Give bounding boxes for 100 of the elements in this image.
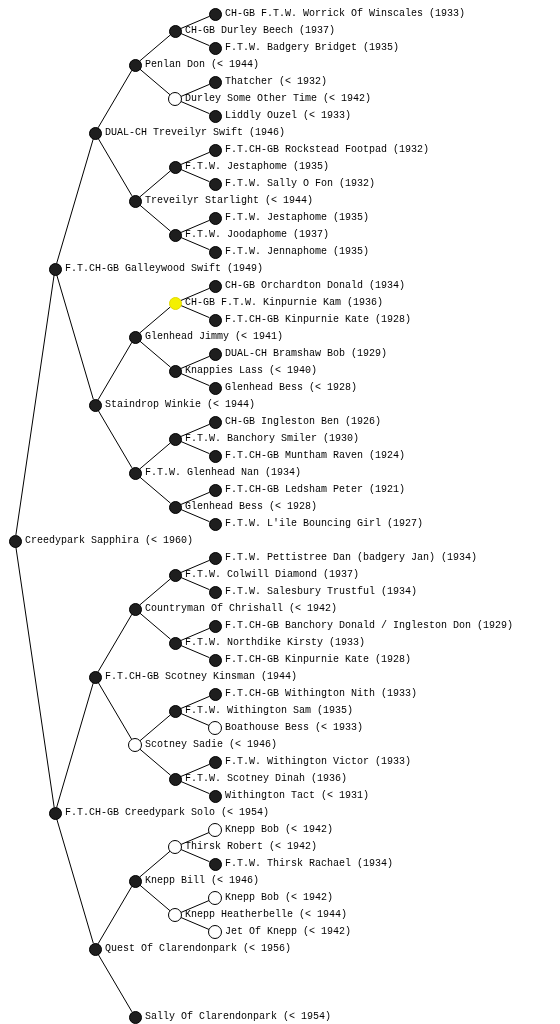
connector-line: [15, 274, 55, 536]
name-label: F.T.W. Pettistree Dan (badgery Jan) (1934): [225, 553, 478, 563]
name-label: CH-GB Ingleston Ben (1926): [225, 417, 382, 427]
connector-line: [180, 440, 210, 455]
name-label: F.T.W. Colwill Diamond (1937): [185, 570, 360, 580]
node-circle: [128, 466, 142, 480]
connector-line: [97, 409, 133, 469]
connector-line: [180, 695, 210, 710]
name-label: Knepp Heatherbelle (< 1944): [185, 910, 348, 920]
connector-line: [139, 204, 171, 232]
node-circle: [168, 636, 182, 650]
node-circle: [168, 500, 182, 514]
node-circle: [128, 1010, 142, 1024]
connector-line: [97, 681, 133, 740]
name-label: F.T.CH-GB Creedypark Solo (< 1954): [65, 808, 270, 818]
name-label: Creedypark Sapphira (< 1960): [25, 536, 194, 546]
node-circle: [168, 24, 182, 38]
node-circle: [208, 687, 222, 701]
connector-line: [180, 219, 210, 234]
hollow-node-circle: [168, 92, 182, 106]
name-label: F.T.W. Sally O Fon (1932): [225, 179, 376, 189]
node-circle: [208, 211, 222, 225]
node-circle: [208, 619, 222, 633]
node-circle: [208, 279, 222, 293]
connector-line: [139, 578, 171, 606]
hollow-node-circle: [208, 925, 222, 939]
name-label: F.T.W. L'ile Bouncing Girl (1927): [225, 519, 424, 529]
name-label: Penlan Don (< 1944): [145, 60, 260, 70]
node-circle: [208, 177, 222, 191]
node-circle: [208, 75, 222, 89]
node-circle: [128, 330, 142, 344]
name-label: F.T.W. Banchory Smiler (1930): [185, 434, 360, 444]
name-label: F.T.W. Withington Victor (1933): [225, 757, 412, 767]
connector-line: [56, 274, 94, 400]
name-label: DUAL-CH Bramshaw Bob (1929): [225, 349, 388, 359]
name-label: Knepp Bill (< 1946): [145, 876, 260, 886]
hollow-node-circle: [208, 823, 222, 837]
connector-line: [139, 442, 171, 470]
name-label: CH-GB F.T.W. Kinpurnie Kam (1936): [185, 298, 384, 308]
node-circle: [208, 755, 222, 769]
name-label: F.T.CH-GB Kinpurnie Kate (1928): [225, 655, 412, 665]
connector-line: [180, 832, 210, 845]
hollow-node-circle: [208, 891, 222, 905]
connector-line: [180, 508, 210, 523]
connector-line: [15, 546, 55, 808]
connector-line: [139, 34, 171, 62]
connector-line: [139, 612, 171, 640]
connector-line: [139, 884, 171, 912]
connector-line: [180, 644, 210, 659]
name-label: Quest Of Clarendonpark (< 1956): [105, 944, 292, 954]
connector-line: [180, 917, 210, 930]
connector-line: [139, 714, 171, 742]
name-label: DUAL-CH Treveilyr Swift (1946): [105, 128, 286, 138]
node-circle: [208, 143, 222, 157]
connector-line: [139, 850, 171, 878]
node-circle: [208, 653, 222, 667]
connector-line: [180, 780, 210, 795]
name-label: F.T.W. Jennaphome (1935): [225, 247, 370, 257]
node-circle: [208, 109, 222, 123]
name-label: F.T.W. Badgery Bridget (1935): [225, 43, 400, 53]
hollow-node-circle: [168, 908, 182, 922]
connector-line: [180, 627, 210, 642]
connector-line: [180, 559, 210, 574]
node-circle: [88, 398, 102, 412]
node-circle: [208, 313, 222, 327]
node-circle: [128, 874, 142, 888]
name-label: F.T.CH-GB Ledsham Peter (1921): [225, 485, 406, 495]
node-circle: [208, 449, 222, 463]
node-circle: [208, 381, 222, 395]
connector-line: [56, 818, 94, 944]
node-circle: [208, 517, 222, 531]
name-label: Staindrop Winkie (< 1944): [105, 400, 256, 410]
name-label: Knepp Bob (< 1942): [225, 825, 334, 835]
name-label: Jet Of Knepp (< 1942): [225, 927, 352, 937]
name-label: Knepp Bob (< 1942): [225, 893, 334, 903]
connector-line: [180, 287, 210, 302]
node-circle: [208, 483, 222, 497]
node-circle: [208, 41, 222, 55]
node-circle: [208, 789, 222, 803]
name-label: F.T.CH-GB Rockstead Footpad (1932): [225, 145, 430, 155]
node-circle: [168, 772, 182, 786]
node-circle: [168, 364, 182, 378]
name-label: Knappies Lass (< 1940): [185, 366, 318, 376]
node-circle: [88, 670, 102, 684]
node-circle: [88, 942, 102, 956]
hollow-node-circle: [208, 721, 222, 735]
name-label: F.T.W. Withington Sam (1935): [185, 706, 354, 716]
connector-line: [139, 68, 171, 96]
name-label: F.T.CH-GB Kinpurnie Kate (1928): [225, 315, 412, 325]
node-circle: [208, 585, 222, 599]
connector-line: [139, 306, 171, 334]
node-circle: [48, 262, 62, 276]
name-label: F.T.W. Thirsk Rachael (1934): [225, 859, 394, 869]
name-label: CH-GB Durley Beech (1937): [185, 26, 336, 36]
name-label: Withington Tact (< 1931): [225, 791, 370, 801]
name-label: Liddly Ouzel (< 1933): [225, 111, 352, 121]
node-circle: [208, 415, 222, 429]
node-circle: [168, 432, 182, 446]
name-label: F.T.W. Joodaphome (1937): [185, 230, 330, 240]
connector-line: [180, 355, 210, 370]
